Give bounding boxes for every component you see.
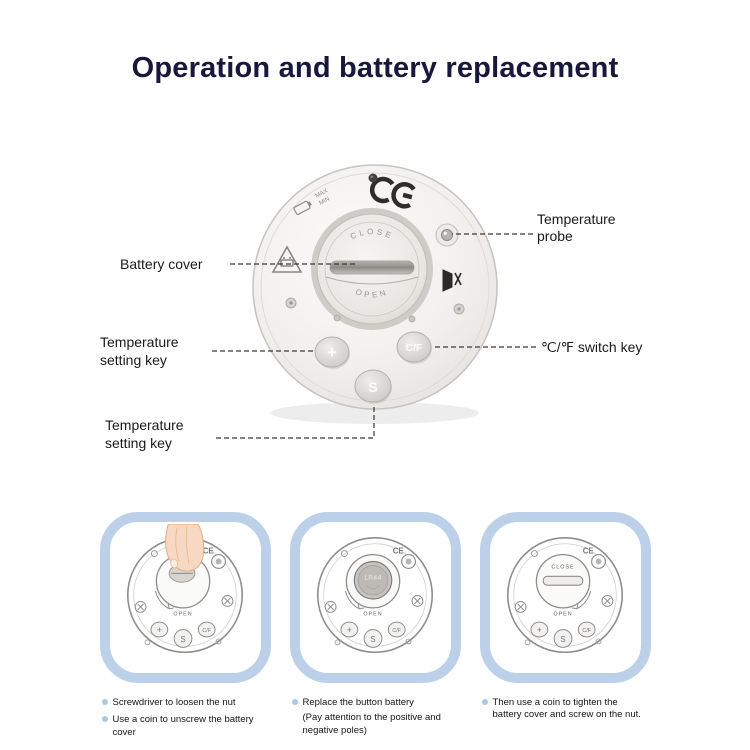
cf-button: C/F xyxy=(396,331,432,364)
hand-with-screwdriver-illustration xyxy=(165,523,205,572)
label-probe-line2: probe xyxy=(537,228,573,244)
battery-model-label: LR44 xyxy=(364,574,381,581)
mini-screw-x-right xyxy=(411,594,424,607)
step-card-2: CE LR44 OPEN xyxy=(289,512,461,683)
screws xyxy=(285,173,465,323)
svg-text:C/F: C/F xyxy=(392,628,401,634)
mini-open-label: OPEN xyxy=(553,611,572,617)
leader-lines xyxy=(212,233,536,439)
mini-buttons: + S C/F xyxy=(144,621,222,648)
step-card-1: CE OPEN xyxy=(99,512,271,683)
leader-s-key xyxy=(216,405,375,439)
step-card-3: CE CLOSE OPEN + xyxy=(479,512,651,683)
svg-text:C/F: C/F xyxy=(202,628,211,634)
mini-buttons: + S C/F xyxy=(334,621,412,648)
mute-icon xyxy=(442,269,462,292)
mini-coin-slot xyxy=(542,575,584,586)
step2-caption-line1: Replace the button battery xyxy=(302,697,414,708)
svg-text:+: + xyxy=(157,625,162,635)
bullet-dot xyxy=(101,699,108,705)
mini-ce-label: CE xyxy=(583,546,594,555)
svg-text:C/F: C/F xyxy=(582,628,591,634)
steps-row: CE OPEN xyxy=(0,512,750,683)
mini-close-label: CLOSE xyxy=(551,564,574,570)
step2-caption-note: (Pay attention to the positive and negat… xyxy=(302,712,441,736)
plus-button: + xyxy=(314,336,350,369)
svg-text:+: + xyxy=(327,343,337,362)
bullet-dot xyxy=(101,716,108,723)
svg-text:+: + xyxy=(347,625,352,635)
max-label: MAX xyxy=(315,188,329,199)
step2-caption: Replace the button battery (Pay attentio… xyxy=(290,697,461,744)
step3-caption: Then use a coin to tighten the battery c… xyxy=(480,697,651,744)
min-label: MIN xyxy=(318,196,331,206)
ce-mark-icon xyxy=(370,176,416,209)
step2-illustration: CE LR44 OPEN xyxy=(316,536,434,653)
svg-text:S: S xyxy=(370,634,375,643)
mini-ce-label: CE xyxy=(393,546,404,555)
step3-illustration: CE CLOSE OPEN + xyxy=(506,536,624,653)
label-setting-key2-line1: Temperature xyxy=(105,417,184,433)
mini-screw-x-left xyxy=(514,600,527,613)
s-button: S xyxy=(354,369,392,404)
label-setting-key1-line2: setting key xyxy=(100,352,167,368)
label-battery-cover: Battery cover xyxy=(120,256,203,272)
step1-caption-line1: Screwdriver to loosen the nut xyxy=(112,697,236,708)
battery-cover: CLOSE OPEN xyxy=(311,208,433,330)
page-title: Operation and battery replacement xyxy=(131,52,619,84)
label-probe-line1: Temperature xyxy=(537,211,616,227)
step3-caption-line1: Then use a coin to tighten the battery c… xyxy=(492,697,641,721)
mini-screw-x-right xyxy=(601,594,614,607)
mini-screw-x-left xyxy=(324,600,337,613)
step1-illustration: CE OPEN xyxy=(126,523,244,653)
device-shadow xyxy=(271,402,479,424)
open-label: OPEN xyxy=(354,287,389,299)
step1-caption: Screwdriver to loosen the nut Use a coin… xyxy=(100,697,271,744)
temperature-probe xyxy=(435,223,459,247)
mini-open-label: OPEN xyxy=(173,611,192,617)
warning-triangle-icon xyxy=(271,245,303,273)
svg-text:S: S xyxy=(560,634,565,643)
bullet-dot xyxy=(291,699,298,705)
cover-shading xyxy=(325,276,419,285)
svg-text:C/F: C/F xyxy=(406,342,424,354)
step1-caption-line2: Use a coin to unscrew the battery cover xyxy=(112,714,254,738)
label-setting-key1-line1: Temperature xyxy=(100,334,179,350)
svg-text:S: S xyxy=(368,379,377,395)
mini-screw-x-right xyxy=(221,594,234,607)
mini-battery-cover-closed: CLOSE OPEN xyxy=(535,553,592,617)
mini-screw-x-left xyxy=(134,600,147,613)
coin-slot xyxy=(329,260,415,275)
mini-battery-compartment: LR44 OPEN xyxy=(344,553,401,617)
mini-ce-label: CE xyxy=(203,546,214,555)
bullet-dot xyxy=(481,699,488,705)
mini-buttons: + S C/F xyxy=(524,621,602,648)
label-cf-switch-key: ℃/℉ switch key xyxy=(541,339,642,355)
svg-text:+: + xyxy=(537,625,542,635)
mini-open-label: OPEN xyxy=(363,611,382,617)
battery-orientation-icon: MAX MIN xyxy=(293,188,331,216)
device-diagram: CLOSE OPEN xyxy=(100,164,642,451)
svg-text:S: S xyxy=(180,634,185,643)
label-setting-key2-line2: setting key xyxy=(105,435,172,451)
captions-row: Screwdriver to loosen the nut Use a coin… xyxy=(0,697,750,744)
